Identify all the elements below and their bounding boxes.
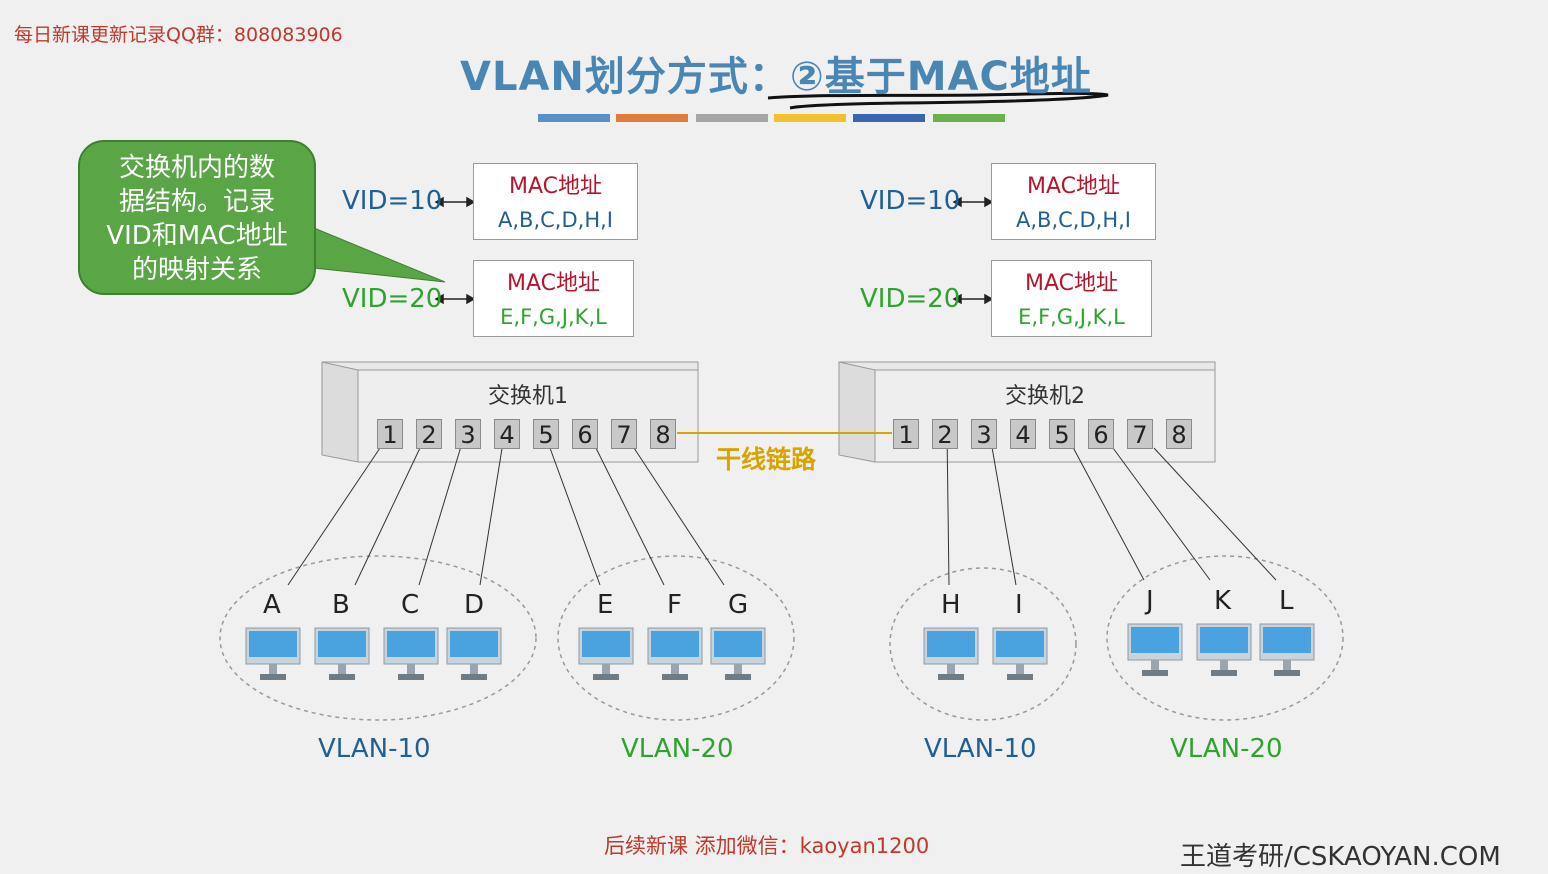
host-label-b: B	[332, 590, 350, 620]
page-title: VLAN划分方式：②基于MAC地址	[460, 44, 1092, 102]
group-ellipse-1	[219, 555, 537, 721]
callout-pointer	[313, 227, 446, 283]
switch1-port-7[interactable]: 7	[611, 419, 637, 449]
vlan-label-group-1: VLAN-10	[318, 734, 431, 764]
switch2-vid20-label: VID=20	[860, 284, 961, 314]
host-label-a: A	[263, 590, 281, 620]
group-ellipse-2	[557, 555, 795, 721]
computer-icon-j	[1127, 623, 1183, 676]
host-label-g: G	[728, 590, 749, 620]
switch1-port-1[interactable]: 1	[377, 419, 403, 449]
switch1-vid20-label: VID=20	[342, 284, 443, 314]
top-watermark: 每日新课更新记录QQ群：808083906	[14, 24, 343, 46]
host-label-h: H	[941, 590, 961, 620]
host-label-e: E	[597, 590, 614, 620]
title-sub: ②基于MAC地址	[789, 54, 1092, 100]
mac-table-values: E,F,G,J,K,L	[500, 305, 607, 329]
mac-table-title: MAC地址	[1026, 174, 1120, 199]
title-main: VLAN划分方式：	[460, 54, 790, 100]
switch1-port-6[interactable]: 6	[572, 419, 598, 449]
host-label-l: L	[1279, 586, 1294, 616]
mac-table-title: MAC地址	[508, 174, 602, 199]
computers	[245, 623, 1315, 680]
switch2-port-7[interactable]: 7	[1127, 419, 1153, 449]
switch2-port-6[interactable]: 6	[1088, 419, 1114, 449]
switch2-mac-table-vid10: MAC地址 A,B,C,D,H,I	[991, 163, 1156, 240]
computer-icon-d	[446, 627, 502, 680]
vid-arrows	[434, 196, 994, 305]
switch2-port-5[interactable]: 5	[1049, 419, 1075, 449]
computer-icon-l	[1259, 623, 1315, 676]
color-bar-2	[616, 114, 688, 122]
switch2-vid10-label: VID=10	[860, 186, 961, 216]
switch1-body	[321, 361, 699, 463]
host-label-k: K	[1214, 586, 1232, 616]
computer-icon-a	[245, 627, 301, 680]
trunk-label: 干线链路	[716, 445, 817, 474]
switch2-port-1[interactable]: 1	[893, 419, 919, 449]
mac-table-values: A,B,C,D,H,I	[498, 208, 613, 232]
switch1-vid10-label: VID=10	[342, 186, 443, 216]
host-label-f: F	[667, 590, 682, 620]
switch2-body	[838, 361, 1216, 463]
switch2-port-2[interactable]: 2	[932, 419, 958, 449]
vlan-label-group-4: VLAN-20	[1170, 734, 1283, 764]
color-bar-3	[696, 114, 768, 122]
switch2-port-3[interactable]: 3	[971, 419, 997, 449]
switch1-port-4[interactable]: 4	[494, 419, 520, 449]
switch1-mac-table-vid20: MAC地址 E,F,G,J,K,L	[473, 260, 634, 337]
mac-table-title: MAC地址	[1024, 271, 1118, 296]
computer-icon-e	[578, 627, 634, 680]
host-cables	[287, 429, 1277, 586]
color-bar-1	[538, 114, 610, 122]
vlan-label-group-3: VLAN-10	[924, 734, 1037, 764]
callout-line: 的映射关系	[131, 255, 262, 285]
host-label-i: I	[1015, 590, 1023, 620]
callout-line: 据结构。记录	[118, 187, 275, 217]
mac-table-title: MAC地址	[506, 271, 600, 296]
switch1-port-2[interactable]: 2	[416, 419, 442, 449]
computer-icon-k	[1196, 623, 1252, 676]
switch2-label: 交换机2	[1005, 384, 1085, 409]
color-bar-4	[774, 114, 846, 122]
switch1-port-3[interactable]: 3	[455, 419, 481, 449]
brand-watermark: 王道考研/CSKAOYAN.COM	[1180, 842, 1501, 872]
group-ellipse-3	[889, 567, 1077, 721]
switch1-mac-table-vid10: MAC地址 A,B,C,D,H,I	[473, 163, 638, 240]
title-underline	[767, 91, 1109, 110]
vlan-label-group-2: VLAN-20	[621, 734, 734, 764]
color-bar-6	[933, 114, 1005, 122]
switch2-port-8[interactable]: 8	[1166, 419, 1192, 449]
computer-icon-b	[314, 627, 370, 680]
color-bar-5	[853, 114, 925, 122]
footer-contact: 后续新课 添加微信：kaoyan1200	[604, 834, 930, 858]
vlan-ellipses	[219, 555, 1344, 721]
callout-note: 交换机内的数 据结构。记录 VID和MAC地址 的映射关系	[78, 140, 316, 295]
computer-icon-h	[923, 627, 979, 680]
host-label-d: D	[464, 590, 485, 620]
computer-icon-i	[992, 627, 1048, 680]
computer-icon-g	[710, 627, 766, 680]
host-label-c: C	[401, 590, 420, 620]
callout-line: VID和MAC地址	[106, 221, 288, 251]
switch2-port-4[interactable]: 4	[1010, 419, 1036, 449]
computer-icon-c	[383, 627, 439, 680]
computer-icon-f	[647, 627, 703, 680]
mac-table-values: A,B,C,D,H,I	[1016, 208, 1131, 232]
switch1-port-5[interactable]: 5	[533, 419, 559, 449]
switch1-label: 交换机1	[488, 384, 568, 409]
callout-line: 交换机内的数	[118, 153, 275, 183]
host-label-j: J	[1146, 586, 1154, 616]
switch1-port-8[interactable]: 8	[650, 419, 676, 449]
switch2-mac-table-vid20: MAC地址 E,F,G,J,K,L	[991, 260, 1152, 337]
group-ellipse-4	[1106, 555, 1344, 721]
mac-table-values: E,F,G,J,K,L	[1018, 305, 1125, 329]
